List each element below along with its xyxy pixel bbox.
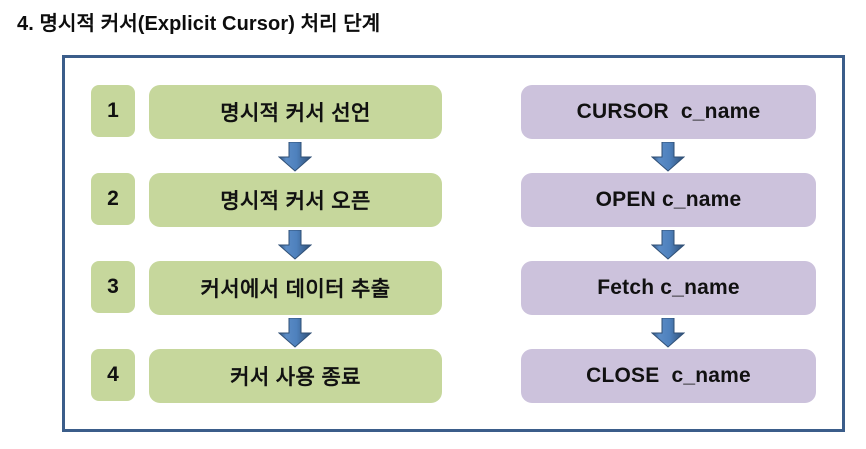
flow-row: 1 명시적 커서 선언 CURSOR c_name: [65, 85, 848, 139]
flow-row: 3 커서에서 데이터 추출 Fetch c_name: [65, 261, 848, 315]
page-title: 4. 명시적 커서(Explicit Cursor) 처리 단계: [17, 13, 381, 35]
flow-row: 2 명시적 커서 오픈 OPEN c_name: [65, 173, 848, 227]
arrow-down-icon: [278, 230, 312, 260]
syntax-label-box[interactable]: Fetch c_name: [521, 261, 816, 315]
arrow-down-icon: [651, 142, 685, 172]
step-label-box[interactable]: 커서 사용 종료: [149, 349, 442, 403]
syntax-label-box[interactable]: CLOSE c_name: [521, 349, 816, 403]
arrow-down-icon: [651, 318, 685, 348]
flow-row: 4 커서 사용 종료 CLOSE c_name: [65, 349, 848, 403]
step-label-box[interactable]: 커서에서 데이터 추출: [149, 261, 442, 315]
arrow-down-icon: [278, 318, 312, 348]
arrow-down-icon: [651, 230, 685, 260]
step-number-badge: 4: [91, 349, 135, 401]
syntax-label-box[interactable]: CURSOR c_name: [521, 85, 816, 139]
syntax-label-box[interactable]: OPEN c_name: [521, 173, 816, 227]
diagram-frame: 1 명시적 커서 선언 CURSOR c_name: [62, 55, 845, 432]
step-label-box[interactable]: 명시적 커서 오픈: [149, 173, 442, 227]
step-label-box[interactable]: 명시적 커서 선언: [149, 85, 442, 139]
step-number-badge: 1: [91, 85, 135, 137]
arrow-down-icon: [278, 142, 312, 172]
step-number-badge: 2: [91, 173, 135, 225]
step-number-badge: 3: [91, 261, 135, 313]
